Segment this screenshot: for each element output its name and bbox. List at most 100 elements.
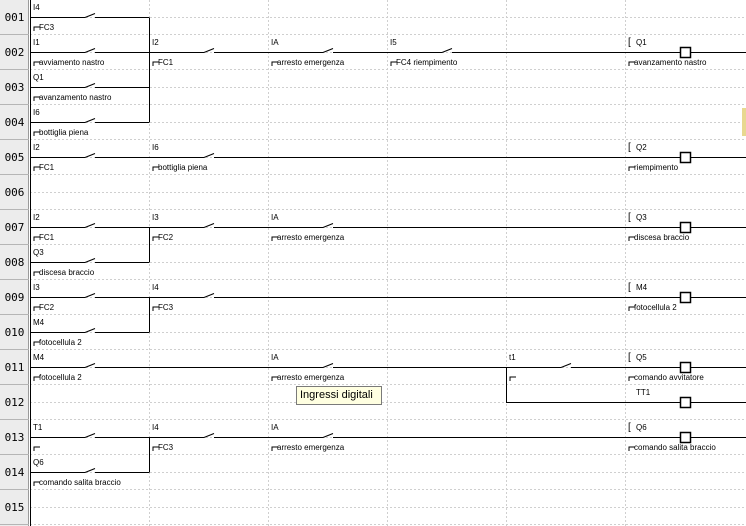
contact-description: bottiglia piena [39,128,89,137]
coil-operand: TT1 [636,388,651,397]
contact-operand: M4 [33,318,45,327]
contact-description: avviamento nastro [39,58,105,67]
coil-bracket: [ [628,282,631,293]
contact-description: arresto emergenza [277,58,345,67]
contact-operand: I3 [152,213,159,222]
row-number[interactable]: 008 [0,245,29,280]
coil-symbol [679,221,692,234]
coil-bracket: [ [628,422,631,433]
comment-marker [152,166,159,171]
coil-operand: Q1 [636,38,647,47]
comment-marker [33,271,40,276]
coil-operand: Q2 [636,143,647,152]
comment-marker [33,166,40,171]
coil-operand: M4 [636,283,648,292]
contact-description: avanzamento nastro [39,93,112,102]
row-number[interactable]: 012 [0,385,29,420]
comment-marker [33,341,40,346]
comment-marker [271,376,278,381]
row-number-gutter [0,0,29,526]
coil-description: avanzamento nastro [634,58,707,67]
comment-marker [628,306,635,311]
coil-description: comando avvitatore [634,373,704,382]
row-number[interactable]: 005 [0,140,29,175]
contact-operand: IA [271,38,279,47]
contact-description: arresto emergenza [277,233,345,242]
contact-operand: I3 [33,283,40,292]
contact-operand: Q6 [33,458,44,467]
contact-operand: IA [271,353,279,362]
comment-marker [33,61,40,66]
contact-operand: I6 [152,143,159,152]
comment-marker [33,376,40,381]
contact-description: discesa braccio [39,268,95,277]
contact-symbol [84,153,96,158]
coil-symbol [679,396,692,409]
comment-marker [152,446,159,451]
contact-description: FC3 [39,23,55,32]
contact-symbol [203,293,215,298]
contact-symbol [203,433,215,438]
contact-symbol [322,48,334,53]
row-number[interactable]: 010 [0,315,29,350]
contact-symbol [203,223,215,228]
contact-symbol [84,293,96,298]
contact-symbol [203,48,215,53]
contact-description: FC1 [158,58,174,67]
contact-operand: I4 [152,283,159,292]
coil-bracket: [ [628,212,631,223]
contact-symbol [203,153,215,158]
contact-operand: t1 [509,353,516,362]
coil-symbol [679,291,692,304]
row-number[interactable]: 002 [0,35,29,70]
comment-marker [271,446,278,451]
row-number[interactable]: 003 [0,70,29,105]
contact-description: FC3 [158,303,174,312]
contact-symbol [322,363,334,368]
contact-description: FC4 riempimento [396,58,458,67]
comment-marker [271,236,278,241]
contact-description: bottiglia piena [158,163,208,172]
contact-symbol [84,363,96,368]
contact-symbol [322,223,334,228]
contact-operand: IA [271,213,279,222]
contact-symbol [84,13,96,18]
comment-marker [33,481,40,486]
comment-marker [152,236,159,241]
row-number[interactable]: 015 [0,490,29,525]
contact-operand: I2 [33,143,40,152]
comment-marker [509,376,516,381]
row-number[interactable]: 013 [0,420,29,455]
contact-operand: M4 [33,353,45,362]
row-number[interactable]: 014 [0,455,29,490]
comment-marker [628,61,635,66]
scroll-indicator [742,108,746,136]
coil-symbol [679,151,692,164]
contact-operand: I2 [33,213,40,222]
row-number[interactable]: 009 [0,280,29,315]
row-number[interactable]: 011 [0,350,29,385]
contact-description: FC2 [39,303,55,312]
row-number[interactable]: 001 [0,0,29,35]
contact-operand: Q1 [33,73,44,82]
row-number[interactable]: 006 [0,175,29,210]
comment-marker [152,306,159,311]
contact-description: FC3 [158,443,174,452]
coil-symbol [679,46,692,59]
comment-marker [152,61,159,66]
row-number[interactable]: 007 [0,210,29,245]
contact-symbol [84,328,96,333]
comment-marker [628,376,635,381]
comment-marker [390,61,397,66]
coil-description: discesa braccio [634,233,690,242]
contact-operand: I4 [152,423,159,432]
row-number[interactable]: 004 [0,105,29,140]
coil-description: riempimento [634,163,679,172]
contact-symbol [84,258,96,263]
contact-symbol [84,468,96,473]
coil-symbol [679,431,692,444]
contact-symbol [441,48,453,53]
contact-operand: I1 [33,38,40,47]
